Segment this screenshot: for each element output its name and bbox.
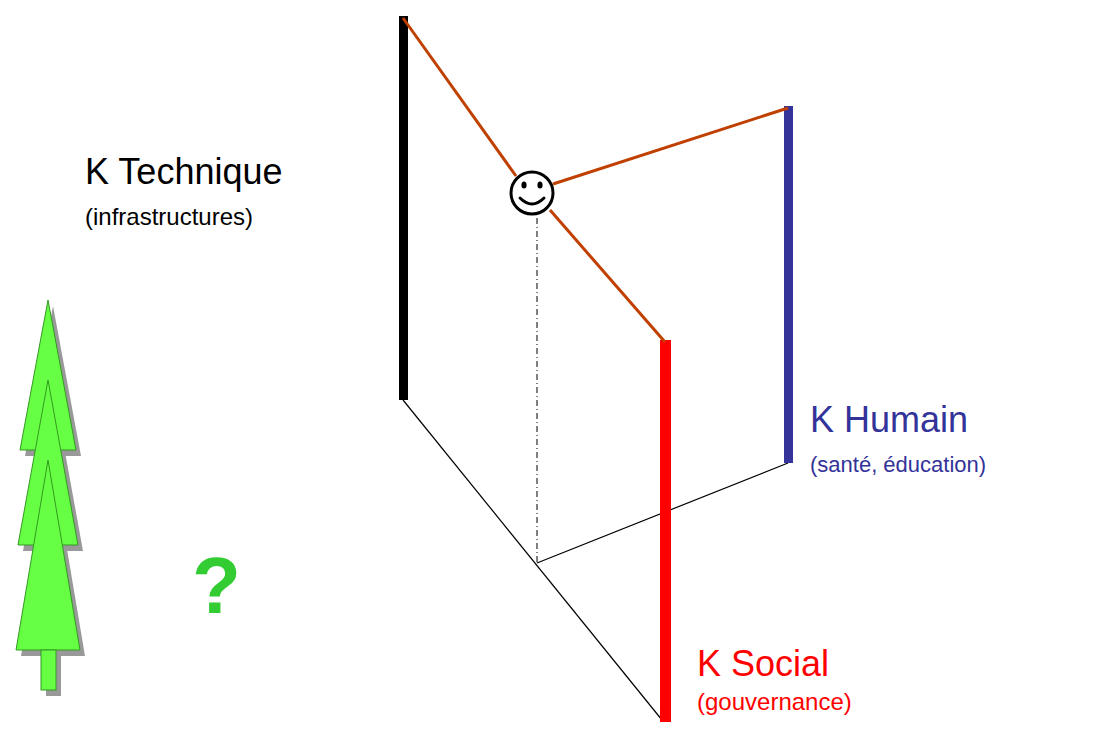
tree-symbol (16, 300, 80, 690)
axis-subtitle: (infrastructures) (85, 203, 253, 232)
value-line (403, 18, 516, 176)
axis-title: K Technique (85, 150, 283, 193)
value-line (550, 210, 665, 342)
axis-title: K Humain (810, 398, 968, 441)
question-mark: ? (192, 538, 241, 634)
smiley-symbol (511, 172, 553, 214)
value-line (553, 108, 788, 184)
base-line (403, 400, 662, 720)
axis-title: K Social (697, 642, 829, 685)
projection-line (537, 218, 538, 563)
humain-axis (784, 106, 793, 463)
technique-axis (399, 16, 408, 400)
axis-subtitle: (gouvernance) (697, 688, 852, 717)
axis-subtitle: (santé, éducation) (810, 452, 986, 478)
social-axis (660, 340, 671, 722)
